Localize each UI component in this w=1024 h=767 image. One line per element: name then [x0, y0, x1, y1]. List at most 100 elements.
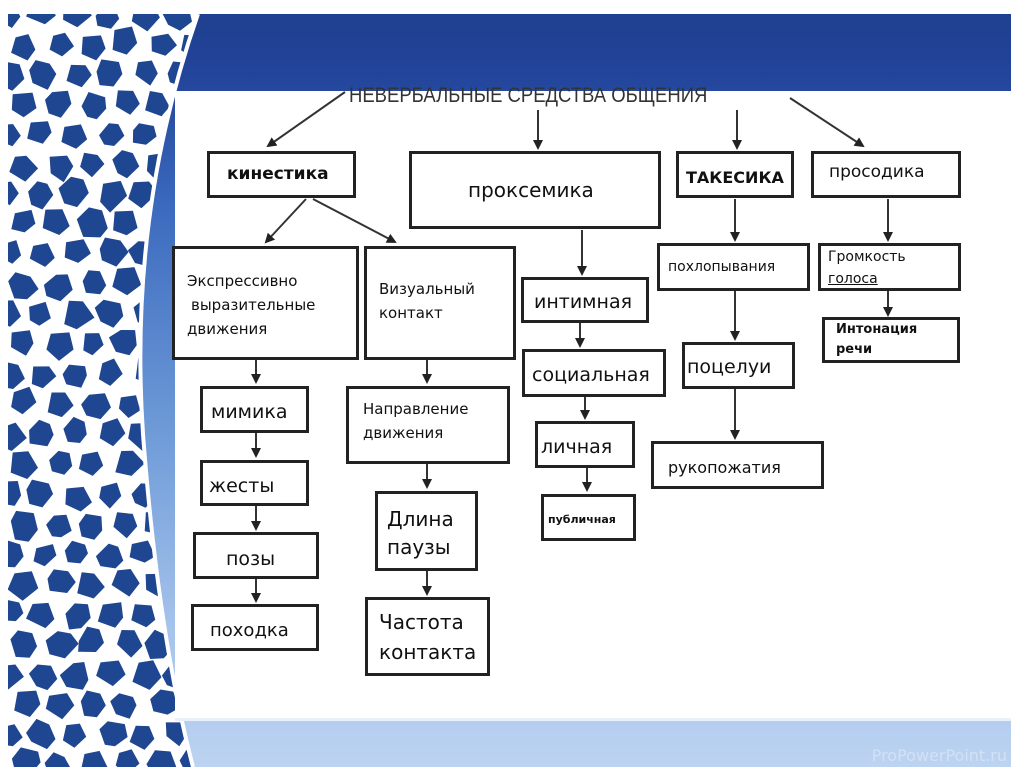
mosaic-tile: [45, 693, 75, 720]
mosaic-tile: [8, 724, 23, 747]
mosaic-tile: [47, 569, 76, 593]
mosaic-tile: [29, 243, 55, 267]
mosaic-tile: [47, 392, 74, 418]
label-mimicry: мимика: [211, 401, 288, 423]
box-direction-of-movement: Направление движения: [346, 386, 510, 464]
box-takesics: ТАКЕСИКА: [676, 151, 794, 198]
mosaic-tile: [150, 689, 179, 715]
mosaic-tile: [115, 749, 140, 767]
mosaic-tile: [66, 64, 92, 88]
mosaic-tile: [129, 725, 155, 750]
mosaic-tile: [65, 486, 92, 512]
mosaic-tile: [29, 301, 51, 326]
mosaic-tile: [49, 155, 74, 183]
mosaic-tile: [112, 150, 140, 179]
label-patting: похлопывания: [668, 259, 776, 275]
mosaic-tile: [63, 14, 92, 28]
expressive-line-2: выразительные: [191, 296, 316, 314]
mosaic-tile: [8, 422, 27, 451]
mosaic-tile: [151, 392, 176, 415]
direction-line-2: движения: [363, 424, 444, 442]
mosaic-tile: [8, 272, 39, 300]
mosaic-tile: [46, 514, 72, 538]
label-gestures: жесты: [209, 475, 275, 497]
mosaic-tile: [115, 450, 145, 476]
mosaic-tile: [45, 631, 79, 659]
box-expressive-movements: Экспрессивно выразительные движения: [172, 246, 359, 360]
frequency-line-1: Частота: [379, 610, 464, 634]
mosaic-tile: [77, 572, 105, 599]
mosaic-tile: [46, 332, 74, 361]
mosaic-tile: [42, 209, 70, 235]
mosaic-tile: [151, 33, 177, 56]
label-postures: позы: [226, 548, 276, 570]
box-visual-contact: Визуальный контакт: [364, 246, 516, 360]
watermark: ProPowerPoint.ru: [871, 746, 1007, 765]
label-public: публичная: [548, 513, 616, 526]
mosaic-tile: [145, 91, 170, 117]
mosaic-tile: [59, 662, 89, 690]
box-kinesics: кинестика: [207, 151, 356, 198]
mosaic-tile: [100, 180, 128, 213]
mosaic-tile: [115, 90, 140, 115]
label-prosody: просодика: [829, 162, 925, 182]
mosaic-tile: [11, 92, 37, 118]
mosaic-tile: [132, 123, 157, 145]
mosaic-tile: [65, 603, 91, 630]
mosaic-tile: [117, 630, 143, 658]
mosaic-tile: [31, 366, 57, 389]
mosaic-tile: [10, 451, 38, 479]
mosaic-tile: [8, 571, 39, 601]
box-gait: походка: [191, 604, 319, 651]
mosaic-tile: [26, 718, 56, 750]
mosaic-tile: [29, 60, 57, 90]
mosaic-tile: [62, 364, 87, 388]
label-kisses: поцелуи: [687, 356, 772, 378]
box-patting: похлопывания: [657, 243, 810, 291]
mosaic-tile: [80, 690, 106, 718]
mosaic-tile: [62, 723, 87, 748]
mosaic-tile: [113, 210, 138, 236]
mosaic-tile: [146, 750, 177, 767]
mosaic-tile: [8, 540, 24, 568]
mosaic-tile: [29, 419, 54, 447]
mosaic-tile: [8, 300, 21, 327]
mosaic-tile: [11, 330, 34, 356]
mosaic-tile: [49, 32, 74, 57]
mosaic-tile: [128, 181, 158, 209]
mosaic-tile: [83, 333, 104, 356]
label-kinesics: кинестика: [227, 164, 329, 184]
expressive-line-3: движения: [187, 320, 268, 338]
loudness-line-1: Громкость: [828, 249, 906, 265]
mosaic-tile: [11, 747, 41, 767]
mosaic-tile: [11, 386, 37, 415]
label-gait: походка: [210, 620, 289, 641]
mosaic-tile: [81, 393, 111, 420]
mosaic-tile: [64, 300, 95, 330]
visual-line-2: контакт: [379, 304, 443, 322]
label-proxemics: проксемика: [468, 178, 594, 202]
mosaic-tile: [118, 395, 141, 418]
mosaic-tile: [8, 14, 21, 28]
mosaic-tile: [95, 14, 120, 29]
box-kisses: поцелуи: [682, 342, 795, 389]
mosaic-tile: [26, 14, 56, 25]
mosaic-tile: [131, 604, 156, 628]
box-handshake: рукопожатия: [651, 441, 824, 489]
mosaic-tile: [99, 237, 129, 267]
mosaic-tile: [78, 451, 104, 476]
mosaic-tile: [8, 664, 24, 690]
mosaic-tile: [26, 602, 55, 629]
box-pause-length: Длина паузы: [375, 491, 478, 571]
expressive-line-1: Экспрессивно: [187, 272, 298, 290]
label-intimate: интимная: [534, 291, 633, 313]
mosaic-tile: [44, 752, 71, 767]
mosaic-tile: [10, 630, 38, 658]
panel-shadow: [175, 718, 1011, 721]
mosaic-tile: [112, 267, 142, 296]
mosaic-tile: [64, 239, 91, 263]
mosaic-tile: [108, 330, 137, 356]
mosaic-tile: [26, 479, 54, 508]
mosaic-tile: [8, 181, 19, 206]
mosaic-tile: [95, 543, 124, 569]
